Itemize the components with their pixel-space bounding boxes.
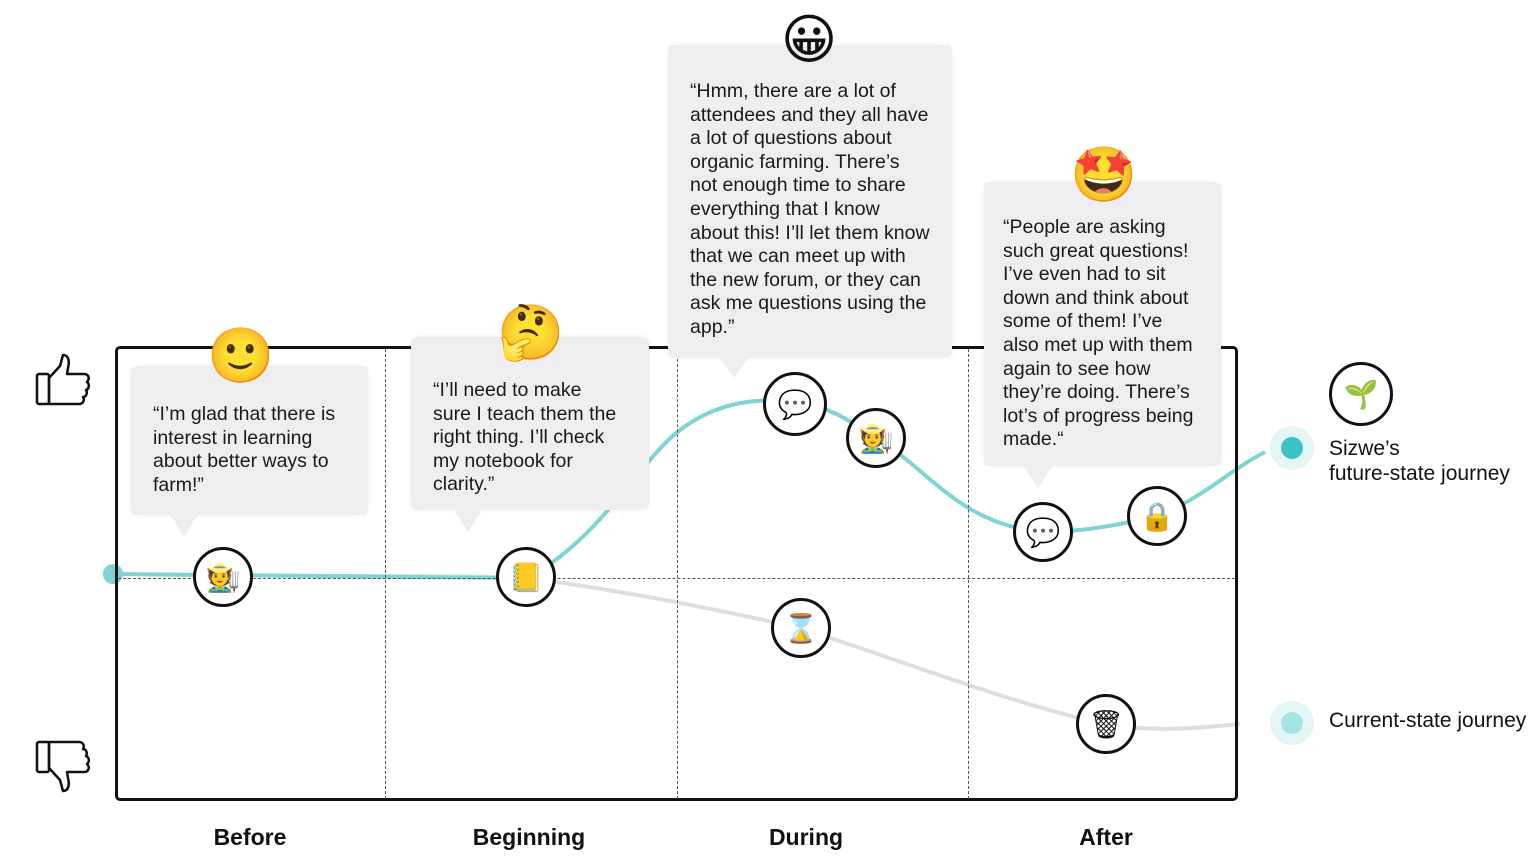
current-state-legend-label: Current-state journey xyxy=(1329,709,1527,732)
seedling-icon: 🌱 xyxy=(1329,362,1393,426)
grinning-face-icon: 😀 xyxy=(780,8,838,71)
stage-label-after: After xyxy=(1079,824,1133,850)
quote-text-after: “People are asking such great questions!… xyxy=(1003,216,1194,451)
wastebasket-icon: 🗑 xyxy=(1076,694,1136,754)
thumbs-up-icon xyxy=(35,353,91,406)
thumbs-down-icon xyxy=(35,740,91,793)
quote-text-beginning: “I’ll need to make sure I teach them the… xyxy=(433,379,617,496)
quote-tail xyxy=(720,358,748,378)
quote-bubble-beginning xyxy=(411,337,649,510)
quote-tail xyxy=(1024,466,1052,488)
hourglass-icon: ⌛ xyxy=(771,598,831,658)
quote-tail xyxy=(454,510,482,532)
farmer-icon: 🧑‍🌾 xyxy=(193,547,253,607)
quote-text-before: “I’m glad that there is interest in lear… xyxy=(153,403,336,496)
star-struck-face-icon: 🤩 xyxy=(1070,143,1138,206)
stage-divider xyxy=(385,349,386,799)
stage-label-beginning: Beginning xyxy=(472,824,586,850)
stage-label-during: During xyxy=(768,824,844,850)
quote-bubble-after xyxy=(984,182,1221,466)
neutral-baseline xyxy=(118,578,1235,579)
quote-bubble-during xyxy=(668,45,952,358)
speech-bubble-icon: 💬 xyxy=(1013,502,1073,562)
speech-bubbles-icon: 💬 xyxy=(763,372,827,436)
quote-bubble-before xyxy=(131,366,368,515)
quote-text-during: “Hmm, there are a lot of attendees and t… xyxy=(690,80,930,338)
future-state-legend-dot xyxy=(1270,426,1314,470)
lock-icon: 🔒 xyxy=(1127,486,1187,546)
stage-divider xyxy=(677,349,678,799)
farmer-icon: 🧑‍🌾 xyxy=(846,408,906,468)
current-state-legend-dot xyxy=(1270,701,1314,745)
notebook-icon: 📒 xyxy=(496,547,556,607)
quote-tail xyxy=(170,515,198,537)
journey-start-dot xyxy=(103,564,123,584)
slightly-smiling-face-icon: 🙂 xyxy=(207,324,275,387)
thinking-face-icon: 🤔 xyxy=(497,301,565,364)
stage-label-before: Before xyxy=(213,824,287,850)
future-state-legend-label: Sizwe’s future-state journey xyxy=(1329,437,1510,485)
stage-divider xyxy=(968,349,969,799)
